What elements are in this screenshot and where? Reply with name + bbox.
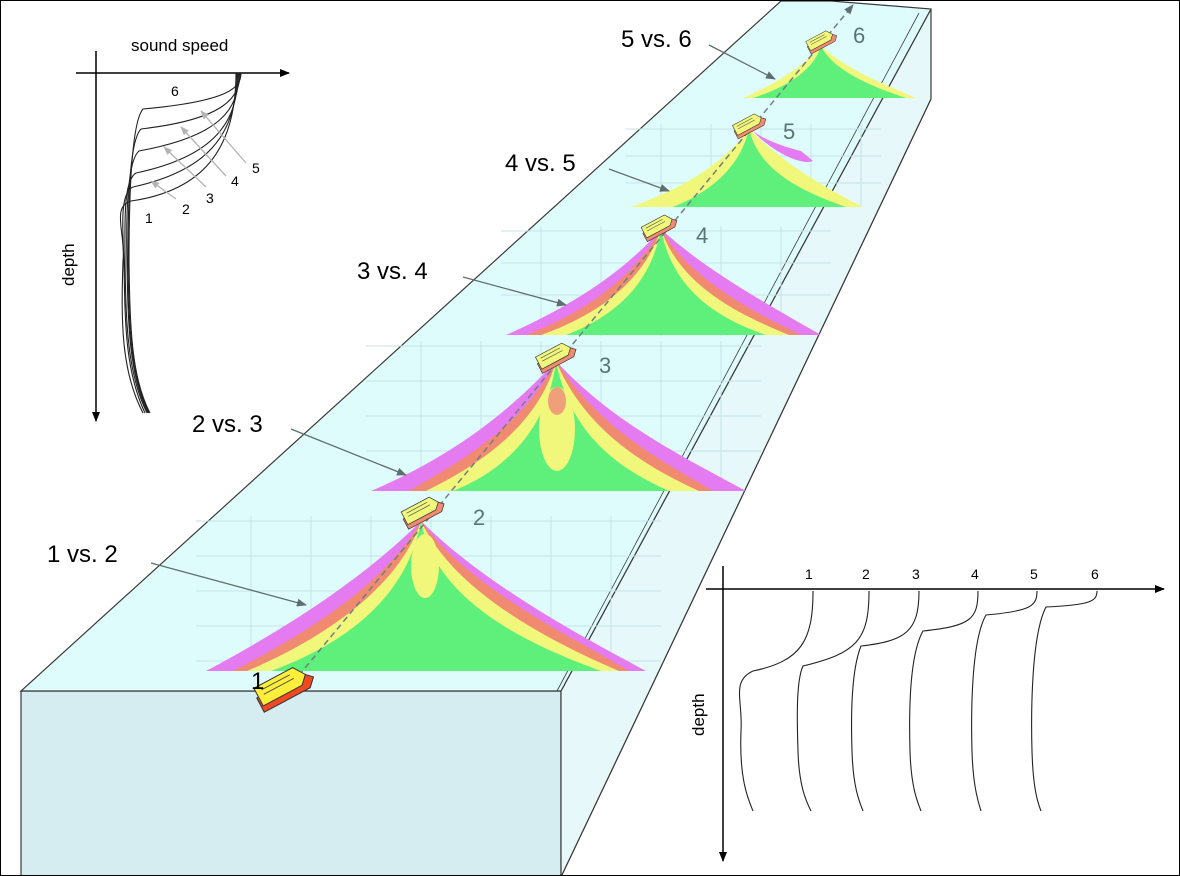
bottom-profile-set: depth 1 2 3 4 5 6 — [689, 566, 1165, 862]
ship-label-5: 5 — [783, 119, 795, 144]
bottom-curve-5 — [971, 590, 1038, 812]
ship-4 — [640, 214, 678, 243]
profile-label-2: 2 — [182, 201, 190, 217]
ship-label-1: 1 — [251, 668, 264, 695]
comparison-label-5-vs-6: 5 vs. 6 — [621, 26, 692, 53]
ship-3 — [534, 342, 577, 374]
bottom-curves — [739, 590, 1098, 812]
bottom-label-5: 5 — [1030, 566, 1038, 582]
bottom-label-6: 6 — [1091, 566, 1099, 582]
ship-label-6: 6 — [853, 23, 865, 48]
swath-green — [271, 521, 601, 671]
profile-label-5: 5 — [252, 160, 260, 176]
bottom-label-3: 3 — [912, 566, 920, 582]
profile-arrows — [150, 110, 247, 200]
ship-label-4: 4 — [696, 223, 708, 248]
profile-label-6: 6 — [171, 83, 179, 99]
ship-1 — [253, 667, 315, 713]
bottom-curve-4 — [909, 590, 979, 812]
comparison-pointers — [150, 44, 776, 607]
profile-label-1: 1 — [145, 210, 153, 226]
profile-curves — [119, 72, 242, 414]
sound-speed-axis-label: sound speed — [131, 36, 228, 55]
bottom-curve-6 — [1031, 590, 1098, 812]
comparison-label-3-vs-4: 3 vs. 4 — [357, 258, 428, 285]
bottom-curve-1 — [739, 590, 814, 812]
swath-2-vs-3 — [371, 361, 746, 491]
bottom-curve-3 — [851, 590, 920, 812]
swath-4-vs-5 — [631, 129, 863, 207]
profile-curve-4 — [126, 72, 240, 414]
swath-3-vs-4 — [506, 229, 821, 335]
bottom-label-1: 1 — [805, 566, 813, 582]
profile-curve-2 — [122, 72, 238, 414]
ship-2 — [400, 496, 445, 530]
profile-curve-5 — [127, 72, 241, 414]
profile-label-3: 3 — [206, 190, 214, 206]
water-front-face — [20, 690, 562, 875]
ship-5 — [732, 113, 767, 140]
profile-label-4: 4 — [231, 173, 239, 189]
bottom-curve-2 — [796, 590, 870, 812]
bottom-label-2: 2 — [862, 566, 870, 582]
ship-label-3: 3 — [599, 353, 611, 378]
ship-6 — [805, 30, 838, 55]
top-depth-axis-label: depth — [59, 243, 78, 286]
ship-label-2: 2 — [473, 505, 485, 530]
comparison-label-4-vs-5: 4 vs. 5 — [505, 150, 576, 177]
bottom-label-4: 4 — [971, 566, 979, 582]
profile-curve-1 — [119, 72, 237, 414]
top-sound-speed-profile: sound speed depth 1 2 3 4 5 6 — [59, 36, 290, 422]
swath-yellow-spot — [411, 534, 439, 598]
bottom-depth-axis-label: depth — [689, 693, 708, 736]
comparison-label-1-vs-2: 1 vs. 2 — [47, 541, 118, 568]
profile-curve-3 — [124, 72, 239, 414]
comparison-label-2-vs-3: 2 vs. 3 — [192, 411, 263, 438]
swath-1-vs-2 — [206, 521, 646, 671]
profile-curve-6 — [128, 72, 242, 414]
